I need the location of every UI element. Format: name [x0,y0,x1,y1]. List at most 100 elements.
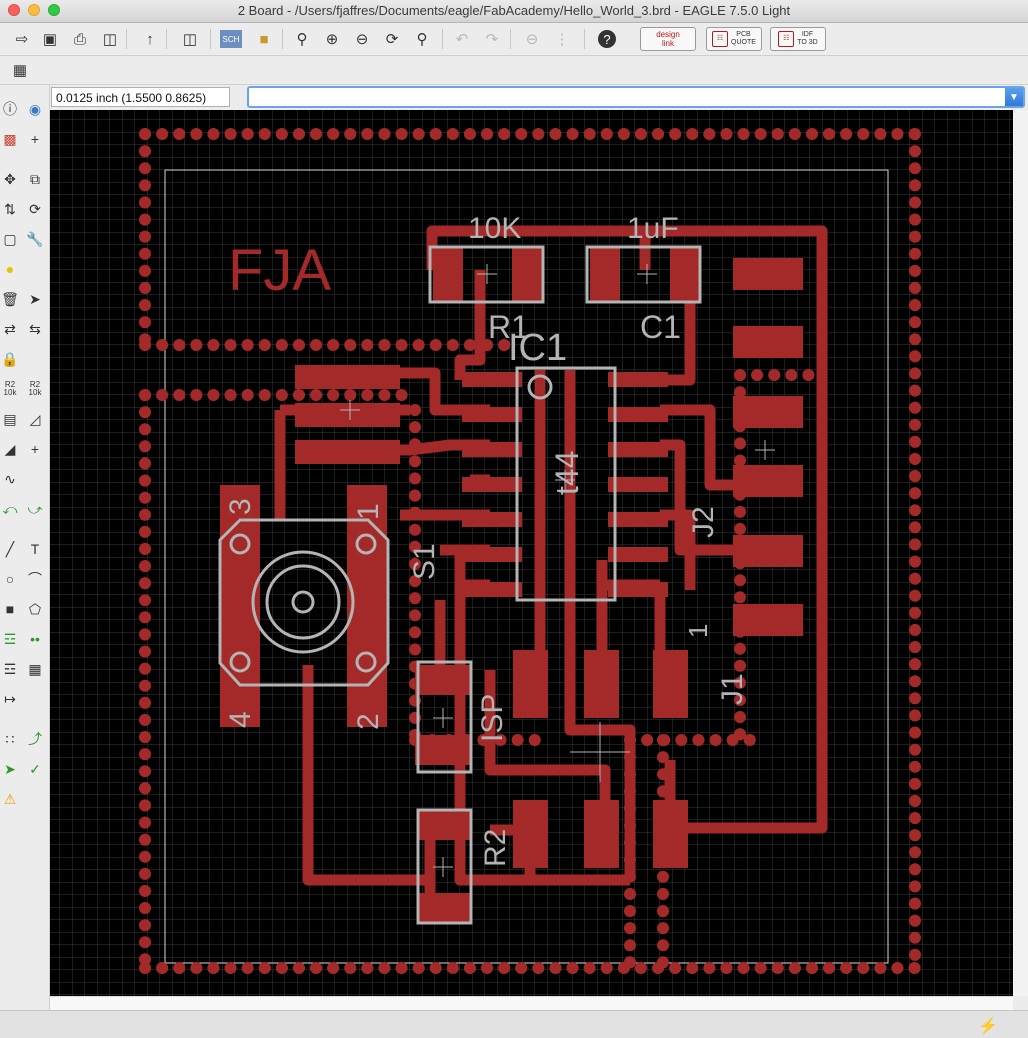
vertical-scrollbar[interactable] [1013,110,1028,996]
coordinate-display: 0.0125 inch (1.5500 0.8625) [51,87,230,107]
autorouter-icon[interactable]: ⤴ [28,731,42,747]
rect-icon[interactable]: ■ [5,601,15,617]
use-library-icon[interactable]: ■ [259,30,269,48]
hole-icon[interactable]: ☲ [3,660,17,677]
display-layers-icon[interactable]: ▩ [3,130,17,147]
name-r1: R1 [488,309,529,345]
miter-icon[interactable]: ◿ [29,410,41,427]
title-bar: 2 Board - /Users/fjaffres/Documents/eagl… [0,0,1028,23]
pinswap-icon[interactable]: ⇆ [29,320,41,337]
circle-icon[interactable]: ○ [5,571,15,587]
switch-pin-1: 1 [352,503,385,520]
text-tool-icon[interactable]: T [30,541,40,557]
idf-icon: ☷ [778,31,795,47]
wire-icon[interactable]: ╱ [5,540,15,557]
errors-warning-icon[interactable]: ⚠ [3,790,17,807]
info-icon[interactable]: ⓘ [3,101,17,117]
name-s1: S1 [408,543,441,580]
silkscreen-labels: 10K 1uF R1 C1 IC1 t44 J2 S1 J1 ISP R2 1 … [224,212,749,867]
redraw-icon[interactable]: ⟳ [385,31,399,48]
zoom-out-icon[interactable]: ⊖ [355,31,369,48]
meander-icon[interactable]: ∿ [4,470,16,487]
ripup-icon[interactable]: ⤻ [27,500,43,517]
erc-icon[interactable]: ➤ [4,760,16,777]
value-1uf: 1uF [627,212,679,245]
undo-icon[interactable]: ↶ [455,31,469,48]
silkscreen-outlines [218,245,702,925]
drc-icon[interactable]: ✓ [29,760,41,777]
parameter-toolbar: ▦ [0,56,1028,85]
run-ulp-icon[interactable]: ↑ [146,30,154,48]
board-outline [164,169,889,964]
optimize-icon[interactable]: + [30,441,40,457]
switch-pin-4: 4 [224,711,257,728]
main-toolbar: ⇨ ▣ ⎙ ◫ ↑ ◫ SCH ■ ⚲ ⊕ ⊖ ⟳ ⚲ ↶ ↷ ⊖ ⋮ ? de… [0,23,1028,56]
close-window-button[interactable] [8,4,20,16]
name-j2: J2 [687,506,720,538]
go-icon[interactable]: ⋮ [554,31,570,48]
delete-trash-icon[interactable]: 🗑 [1,290,19,307]
zoom-window-button[interactable] [48,4,60,16]
idf-to-3d-button[interactable]: ☷ IDF TO 3D [770,27,826,51]
pcb-quote-icon: ☷ [712,31,729,47]
switch-pin-3: 3 [224,498,257,515]
zoom-in-icon[interactable]: ⊕ [325,31,339,48]
lock-icon[interactable]: 🔒 [1,350,19,367]
name-j1: J1 [716,673,749,705]
command-line[interactable]: ▼ [247,86,1025,108]
stop-icon[interactable]: ⊖ [525,31,539,48]
via-icon[interactable]: ☲ [3,630,17,647]
move-icon[interactable]: ✥ [4,170,16,187]
arc-icon[interactable]: ⌒ [28,571,42,587]
lightning-icon[interactable]: ⚡ [978,1018,998,1035]
horizontal-scrollbar[interactable] [50,996,1013,1011]
board-view[interactable]: FJA [50,110,1013,996]
grid-icon[interactable]: ▦ [12,62,28,79]
ratsnest-icon[interactable]: ∷ [5,730,15,747]
group-icon[interactable]: ▢ [3,230,17,247]
copy-icon[interactable]: ⧉ [30,170,40,187]
show-eye-icon[interactable]: ◉ [28,100,42,117]
attribute-icon[interactable]: ▦ [28,660,42,677]
redo-icon[interactable]: ↷ [485,31,499,48]
rotate-icon[interactable]: ⟳ [29,200,41,217]
mirror-icon[interactable]: ⇅ [4,200,16,217]
split-icon[interactable]: ◢ [4,440,16,457]
designlink-button[interactable]: design link [640,27,696,51]
layer-settings-icon[interactable]: ◫ [182,31,198,48]
pin1-label-j1: 1 [683,624,713,638]
pcb-quote-button[interactable]: ☷ PCB QUOTE [706,27,762,51]
zoom-select-icon[interactable]: ⚲ [416,31,428,48]
route-icon[interactable]: ⤺ [2,500,18,517]
signal-icon[interactable]: •• [30,631,40,647]
name-r2: R2 [479,829,512,867]
switch-pin-2: 2 [352,713,385,730]
cam-processor-icon[interactable]: ◫ [102,31,118,48]
zoom-fit-icon[interactable]: ⚲ [296,31,308,48]
print-icon[interactable]: ⎙ [73,30,86,48]
dimension-icon[interactable]: ↦ [4,690,16,707]
smash-icon[interactable]: ▤ [3,410,17,427]
chevron-down-icon[interactable]: ▼ [1005,88,1023,106]
command-input[interactable] [252,88,996,108]
mark-icon[interactable]: + [30,131,40,147]
open-file-icon[interactable]: ⇨ [15,31,29,48]
paste-icon[interactable]: ● [5,261,15,277]
save-icon[interactable]: ▣ [42,31,58,48]
schematic-switch-button[interactable]: SCH [220,30,242,48]
name-isp: ISP [476,694,509,742]
board-canvas[interactable]: FJA [50,110,1013,996]
replace-icon[interactable]: ⇄ [4,320,16,337]
status-bar: ⚡ [0,1010,1028,1038]
change-wrench-icon[interactable]: 🔧 [26,230,44,247]
add-part-icon[interactable]: ➤ [29,290,41,307]
help-icon[interactable]: ? [598,30,616,48]
board-logo: FJA [228,238,331,303]
minimize-window-button[interactable] [28,4,40,16]
component-origins [340,264,775,877]
value-t44: t44 [549,451,585,495]
polygon-icon[interactable]: ⬠ [28,600,42,617]
